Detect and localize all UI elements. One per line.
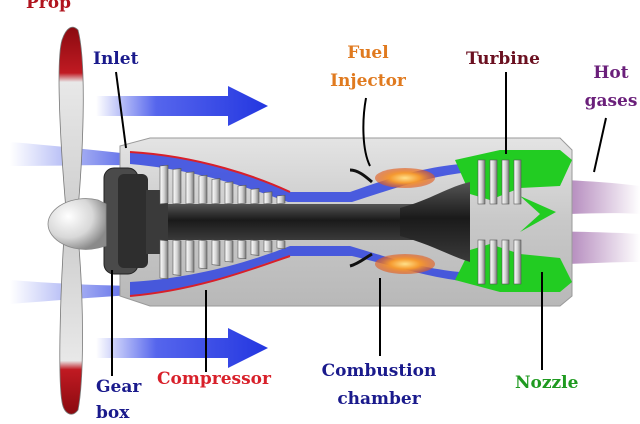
compressor-blade <box>276 194 286 205</box>
compressor-blade <box>185 239 195 273</box>
compressor-blade <box>276 239 286 250</box>
turbine-blade <box>477 159 486 205</box>
label-combustion-chamber-line1: Combustion <box>321 361 437 381</box>
compressor-casing-red-line-top <box>129 151 291 193</box>
compressor-blades <box>159 164 286 280</box>
label-gear-box-line2: box <box>96 403 130 423</box>
label-hot-gases-line2: gases <box>584 91 638 111</box>
label-hot-gases-line1: Hot <box>593 63 629 83</box>
gear-box-core <box>146 190 168 254</box>
label-turbine: Turbine <box>466 49 540 69</box>
compressor-blade <box>224 181 234 205</box>
turbine-hub <box>400 182 470 262</box>
turbine-blade <box>489 239 498 285</box>
compressor-blade <box>159 239 169 280</box>
compressor-blade <box>211 239 221 266</box>
compressor-blade <box>198 174 208 205</box>
compressor-blade <box>159 164 169 205</box>
label-nozzle: Nozzle <box>515 373 579 393</box>
airflow-arrow-top <box>96 86 268 126</box>
turbine-blades <box>477 159 522 285</box>
air-passage-top <box>130 152 470 202</box>
compressor-blade <box>211 178 221 205</box>
label-gear-box-line1: Gear <box>96 377 142 397</box>
leader-line-fuel-injector <box>362 97 371 167</box>
compressor-blade <box>224 239 234 263</box>
label-prop: Prop <box>26 0 71 13</box>
compressor-blade <box>172 168 182 205</box>
combustion-flame-top <box>375 168 435 188</box>
compressor-blade <box>185 171 195 205</box>
leader-line-hot-gases <box>593 117 607 173</box>
compressor-blade <box>198 239 208 270</box>
compressor-blade <box>250 188 260 205</box>
combustion-flame-bottom <box>375 254 435 274</box>
label-compressor: Compressor <box>157 369 271 389</box>
label-inlet: Inlet <box>93 49 139 69</box>
turbine-blade <box>501 159 510 205</box>
propeller-blade-top <box>58 26 84 211</box>
compressor-blade <box>263 191 273 205</box>
fuel-injector-top <box>349 168 373 184</box>
turbine-blade <box>513 159 522 205</box>
label-fuel-injector-line1: Fuel <box>347 43 389 63</box>
gear-box-face <box>118 174 148 268</box>
propeller-spinner <box>47 198 107 250</box>
propeller-blade-bottom <box>59 235 83 415</box>
label-fuel-injector-line2: Injector <box>330 71 406 91</box>
compressor-blade <box>250 239 260 256</box>
compressor-blade <box>237 239 247 260</box>
turbine-blade <box>489 159 498 205</box>
turbine-blade <box>513 239 522 285</box>
label-combustion-chamber-line2: chamber <box>337 389 421 409</box>
compressor-blade <box>263 239 273 253</box>
compressor-casing-red-line-bottom <box>129 255 291 297</box>
nozzle-section-mid <box>520 196 556 232</box>
compressor-blade <box>172 239 182 276</box>
airflow-arrow-bottom <box>96 328 268 368</box>
turbine-blade <box>501 239 510 285</box>
fuel-injector-bottom <box>349 252 373 268</box>
turbine-blade <box>477 239 486 285</box>
compressor-blade <box>237 184 247 205</box>
leader-line-inlet <box>115 71 127 149</box>
